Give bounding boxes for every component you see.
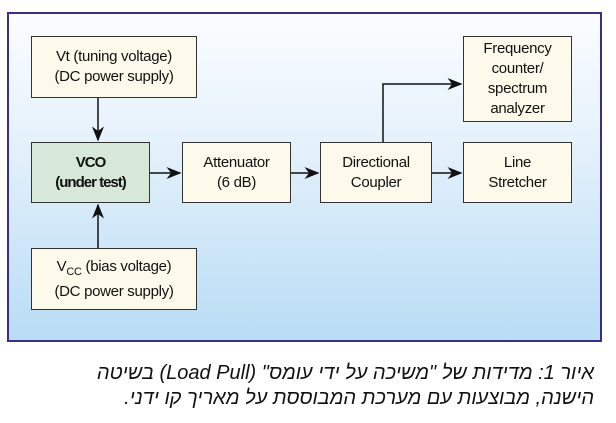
vco-line1: VCO bbox=[75, 153, 106, 171]
vcc-subscript: CC bbox=[66, 265, 82, 278]
arrow-coupler-to-freq bbox=[382, 78, 463, 142]
figure-caption: איור 1: מדידות של "משיכה על ידי עומס" (L… bbox=[10, 361, 594, 411]
stretcher-line2: Stretcher bbox=[488, 173, 547, 191]
freq-line3: spectrum bbox=[487, 80, 548, 97]
vt-supply-box: Vt (tuning voltage) (DC power supply) bbox=[31, 36, 197, 98]
vcc-supply-box: VCC (bias voltage) (DC power supply) bbox=[31, 248, 197, 310]
vco-line2: (under test) bbox=[55, 173, 126, 191]
freq-line2: counter/ bbox=[491, 60, 544, 77]
caption-line1: איור 1: מדידות של "משיכה על ידי עומס" (L… bbox=[96, 362, 594, 384]
line-stretcher-box: Line Stretcher bbox=[463, 142, 572, 203]
vcc-rest: (bias voltage) bbox=[81, 257, 172, 275]
coupler-line1: Directional bbox=[342, 153, 410, 171]
frequency-counter-box: Frequency counter/ spectrum analyzer bbox=[463, 36, 572, 122]
attenuator-box: Attenuator (6 dB) bbox=[182, 142, 291, 203]
stretcher-line1: Line bbox=[503, 153, 532, 171]
caption-line2: הישנה, מבוצעות עם מערכת המבוססת על מאריך… bbox=[124, 387, 594, 409]
vt-line1: Vt (tuning voltage) bbox=[55, 48, 173, 65]
vcc-v: V bbox=[56, 257, 67, 275]
vco-box: VCO (under test) bbox=[31, 142, 150, 203]
freq-line1: Frequency bbox=[483, 40, 552, 57]
coupler-line2: Coupler bbox=[350, 173, 402, 191]
vcc-line2: (DC power supply) bbox=[54, 282, 174, 300]
vt-line2: (DC power supply) bbox=[54, 68, 174, 85]
vcc-line1: VCC (bias voltage) bbox=[57, 257, 172, 282]
directional-coupler-box: Directional Coupler bbox=[320, 142, 432, 203]
attenuator-line1: Attenuator bbox=[203, 153, 270, 171]
freq-line4: analyzer bbox=[490, 100, 545, 117]
attenuator-line2: (6 dB) bbox=[216, 173, 257, 191]
